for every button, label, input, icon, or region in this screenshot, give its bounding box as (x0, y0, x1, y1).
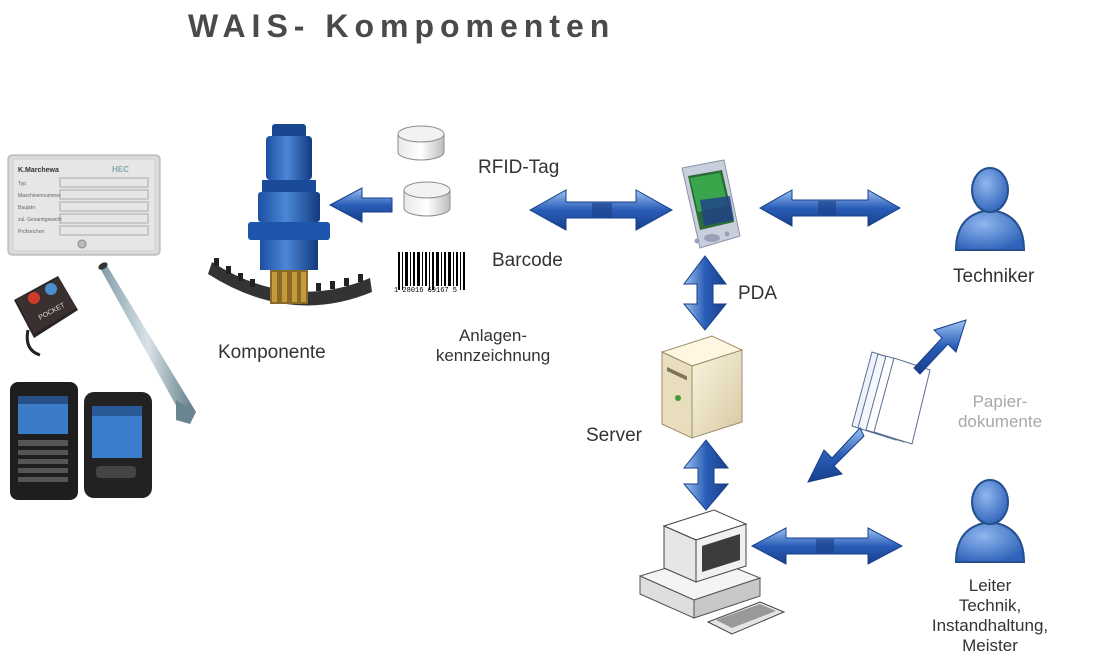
handheld-scanner-1-image (10, 382, 78, 500)
label-anlagen-line2: kennzeichnung (435, 346, 551, 365)
label-papierdokumente: Papier- dokumente (940, 392, 1060, 432)
label-techniker: Techniker (953, 266, 1035, 287)
svg-text:Typ: Typ (18, 181, 26, 187)
arrow-pda-server (682, 255, 728, 331)
paper-documents-icon (851, 351, 931, 445)
arrow-tag-pda (528, 189, 674, 231)
rfid-tag-icon (397, 125, 451, 217)
label-pda: PDA (738, 283, 778, 304)
pen-reader-image (98, 262, 196, 424)
label-komponente: Komponente (218, 342, 326, 363)
page-title: WAIS- Kompomenten (188, 8, 616, 44)
label-rfid-tag: RFID-Tag (478, 157, 560, 178)
svg-text:Prüfzeichen: Prüfzeichen (18, 229, 45, 235)
label-leiter-line3: Instandhaltung, (931, 616, 1049, 635)
label-server: Server (586, 425, 642, 446)
technician-person-icon (954, 167, 1026, 251)
arrow-documents-manager (807, 427, 865, 483)
arrow-pda-technician (758, 189, 902, 227)
barcode-number: 1 28016 69167 5 (394, 287, 458, 295)
label-leiter: Leiter Technik, Instandhaltung, Meister (930, 576, 1050, 656)
arrow-to-component (328, 187, 393, 223)
pda-icon (681, 159, 741, 249)
label-anlagen: Anlagen- kennzeichnung (418, 326, 568, 366)
svg-text:K.Marchewa: K.Marchewa (18, 167, 59, 174)
label-leiter-line1: Leiter (968, 576, 1012, 595)
label-papier-line2: dokumente (957, 412, 1043, 431)
label-anlagen-line1: Anlagen- (458, 326, 528, 345)
svg-text:Maschinennummer: Maschinennummer (18, 193, 61, 199)
arrow-server-computer (682, 439, 730, 511)
svg-text:zul. Gesamtgewicht: zul. Gesamtgewicht (18, 217, 62, 223)
barcode-icon (398, 252, 465, 290)
server-icon (660, 335, 744, 439)
manager-person-icon (954, 479, 1026, 563)
label-papier-line1: Papier- (972, 392, 1028, 411)
label-barcode: Barcode (492, 250, 563, 271)
label-leiter-line2: Technik, (958, 596, 1022, 615)
svg-text:HEC: HEC (112, 165, 129, 174)
handheld-scanner-2-image (84, 392, 152, 498)
label-leiter-line4: Meister (962, 636, 1018, 655)
arrow-documents-technician (913, 319, 967, 375)
pocket-reader-image: POCKET (14, 276, 78, 357)
svg-text:Baujahr: Baujahr (18, 205, 36, 211)
component-gear-motor-image (208, 124, 372, 306)
arrow-computer-manager (750, 527, 904, 565)
desktop-computer-icon (638, 509, 786, 635)
